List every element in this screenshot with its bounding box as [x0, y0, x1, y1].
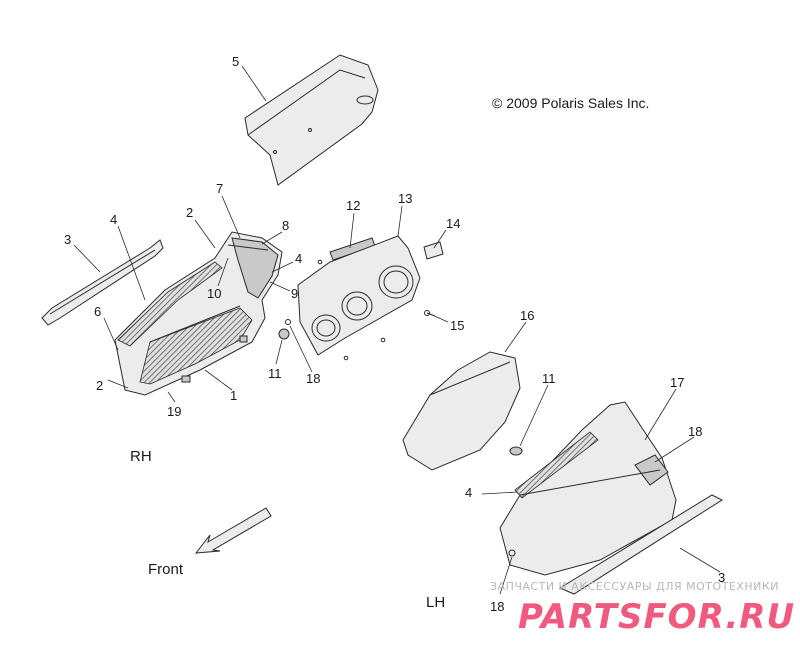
part-14-clip — [423, 241, 444, 260]
watermark-tagline: ЗАПЧАСТИ И АКСЕССУАРЫ ДЛЯ МОТОТЕХНИКИ — [490, 580, 779, 593]
part-5-cover-panel — [244, 54, 379, 186]
callout-10: 10 — [207, 286, 221, 301]
callout-19: 19 — [167, 404, 181, 419]
callout-4: 4 — [110, 212, 117, 227]
fasteners-rh — [278, 319, 291, 340]
part-1-housing-rh — [114, 231, 283, 396]
callout-16: 16 — [520, 308, 534, 323]
callout-4b: 4 — [295, 251, 302, 266]
callout-18b: 18 — [688, 424, 702, 439]
rh-label: RH — [130, 448, 152, 465]
callout-11: 11 — [268, 366, 282, 381]
callout-2: 2 — [186, 205, 193, 220]
callout-2b: 2 — [96, 378, 103, 393]
callout-7: 7 — [216, 181, 223, 196]
callout-numbers: 5 7 2 4 3 8 12 13 14 10 9 4 6 15 11 18 2… — [64, 54, 725, 614]
callout-6: 6 — [94, 304, 101, 319]
front-label: Front — [148, 561, 184, 578]
callout-18c: 18 — [490, 599, 504, 614]
callout-5: 5 — [232, 54, 239, 69]
callout-11b: 11 — [542, 371, 556, 386]
callout-12: 12 — [346, 198, 360, 213]
part-18-screw-lh — [508, 549, 516, 557]
part-3-trim-strip-rh — [41, 239, 164, 326]
callout-17: 17 — [670, 375, 684, 390]
part-11-grommet-lh — [509, 446, 523, 456]
part-13-gauge-bezel — [297, 235, 421, 361]
lh-label: LH — [426, 594, 445, 611]
callout-8: 8 — [282, 218, 289, 233]
copyright-notice: © 2009 Polaris Sales Inc. — [492, 95, 649, 111]
part-17-housing-lh — [499, 401, 677, 576]
callout-1: 1 — [230, 388, 237, 403]
leader-lines — [73, 65, 721, 595]
callout-15: 15 — [450, 318, 464, 333]
callout-13: 13 — [398, 191, 412, 206]
watermark-site: PARTSFOR.RU — [518, 597, 795, 637]
callout-4c: 4 — [465, 485, 472, 500]
callout-18: 18 — [306, 371, 320, 386]
part-3-trim-strip-lh — [558, 494, 724, 595]
callout-3b: 3 — [718, 570, 725, 585]
front-direction-arrow — [194, 507, 272, 554]
callout-9: 9 — [291, 286, 298, 301]
part-16-box-cover — [402, 351, 521, 471]
callout-14: 14 — [446, 216, 460, 231]
callout-3: 3 — [64, 232, 71, 247]
